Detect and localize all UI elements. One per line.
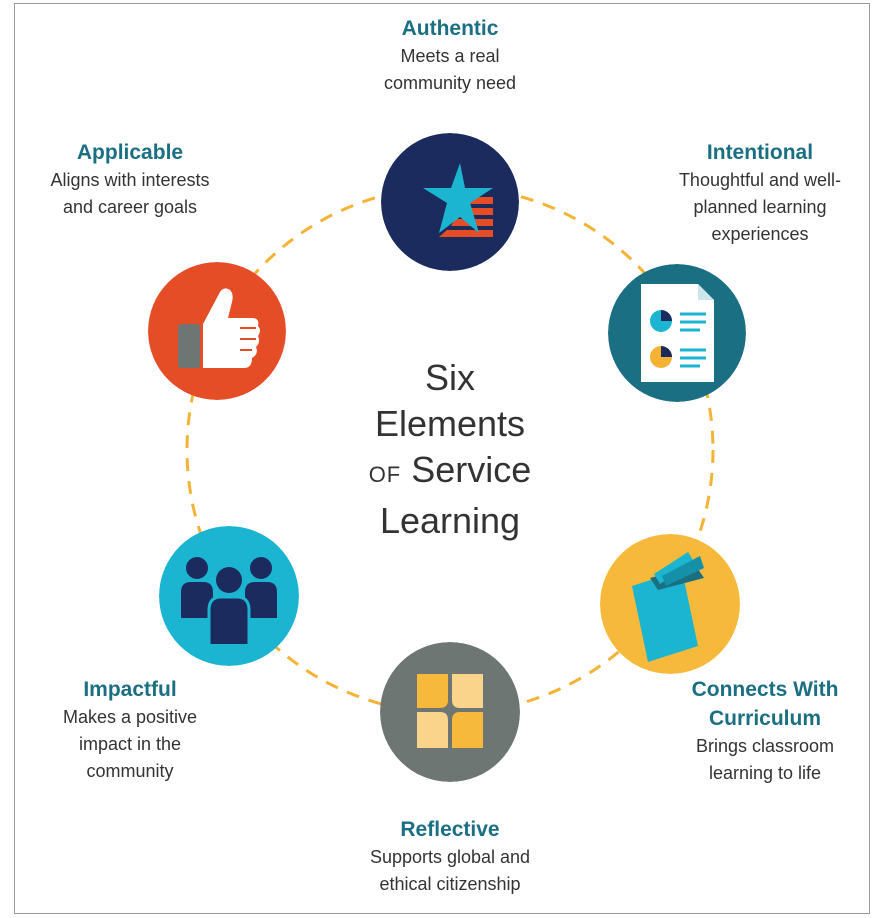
reflective-circle bbox=[380, 642, 520, 782]
document-chart-icon bbox=[608, 264, 746, 402]
curriculum-title-line1: Connects With bbox=[691, 678, 839, 701]
center-title-of: OF bbox=[368, 462, 402, 487]
applicable-title: Applicable bbox=[76, 141, 184, 164]
impactful-label: Impactful Makes a positive impact in the… bbox=[30, 675, 230, 785]
intentional-label: Intentional Thoughtful and well- planned… bbox=[650, 138, 870, 248]
authentic-circle bbox=[381, 133, 519, 271]
book-icon bbox=[600, 534, 740, 674]
impactful-desc-line1: Makes a positive bbox=[62, 707, 198, 727]
center-title-line1: Six bbox=[424, 357, 475, 398]
reflective-desc-line2: ethical citizenship bbox=[379, 874, 521, 894]
authentic-desc-line1: Meets a real bbox=[400, 46, 500, 66]
intentional-desc-line3: experiences bbox=[711, 224, 809, 244]
curriculum-circle bbox=[600, 534, 740, 674]
curriculum-label: Connects With Curriculum Brings classroo… bbox=[660, 675, 870, 787]
center-title: Six Elements OF Service Learning bbox=[320, 355, 580, 544]
impactful-desc-line3: community bbox=[86, 761, 174, 781]
applicable-label: Applicable Aligns with interests and car… bbox=[22, 138, 238, 221]
authentic-title: Authentic bbox=[401, 17, 499, 40]
authentic-label: Authentic Meets a real community need bbox=[330, 14, 570, 97]
star-flag-icon bbox=[381, 133, 519, 271]
impactful-title: Impactful bbox=[83, 678, 177, 701]
intentional-desc-line2: planned learning bbox=[693, 197, 827, 217]
thumbs-up-icon bbox=[148, 262, 286, 400]
impactful-desc-line2: impact in the bbox=[78, 734, 182, 754]
center-title-service: Service bbox=[411, 449, 532, 490]
authentic-desc-line2: community need bbox=[383, 73, 517, 93]
intentional-desc-line1: Thoughtful and well- bbox=[678, 170, 842, 190]
applicable-desc-line2: and career goals bbox=[62, 197, 198, 217]
applicable-desc-line1: Aligns with interests bbox=[50, 170, 210, 190]
curriculum-desc-line2: learning to life bbox=[708, 763, 822, 783]
reflective-label: Reflective Supports global and ethical c… bbox=[330, 815, 570, 898]
reflective-desc-line1: Supports global and bbox=[369, 847, 531, 867]
reflection-shapes-icon bbox=[380, 642, 520, 782]
intentional-title: Intentional bbox=[706, 141, 814, 164]
center-title-line3: OF Service bbox=[320, 447, 580, 498]
curriculum-desc-line1: Brings classroom bbox=[695, 736, 835, 756]
intentional-circle bbox=[608, 264, 746, 402]
reflective-title: Reflective bbox=[400, 818, 500, 841]
center-title-line2: Elements bbox=[374, 403, 526, 444]
people-group-icon bbox=[159, 526, 299, 666]
center-title-line4: Learning bbox=[379, 500, 521, 541]
curriculum-title-line2: Curriculum bbox=[708, 707, 821, 730]
impactful-circle bbox=[159, 526, 299, 666]
applicable-circle bbox=[148, 262, 286, 400]
